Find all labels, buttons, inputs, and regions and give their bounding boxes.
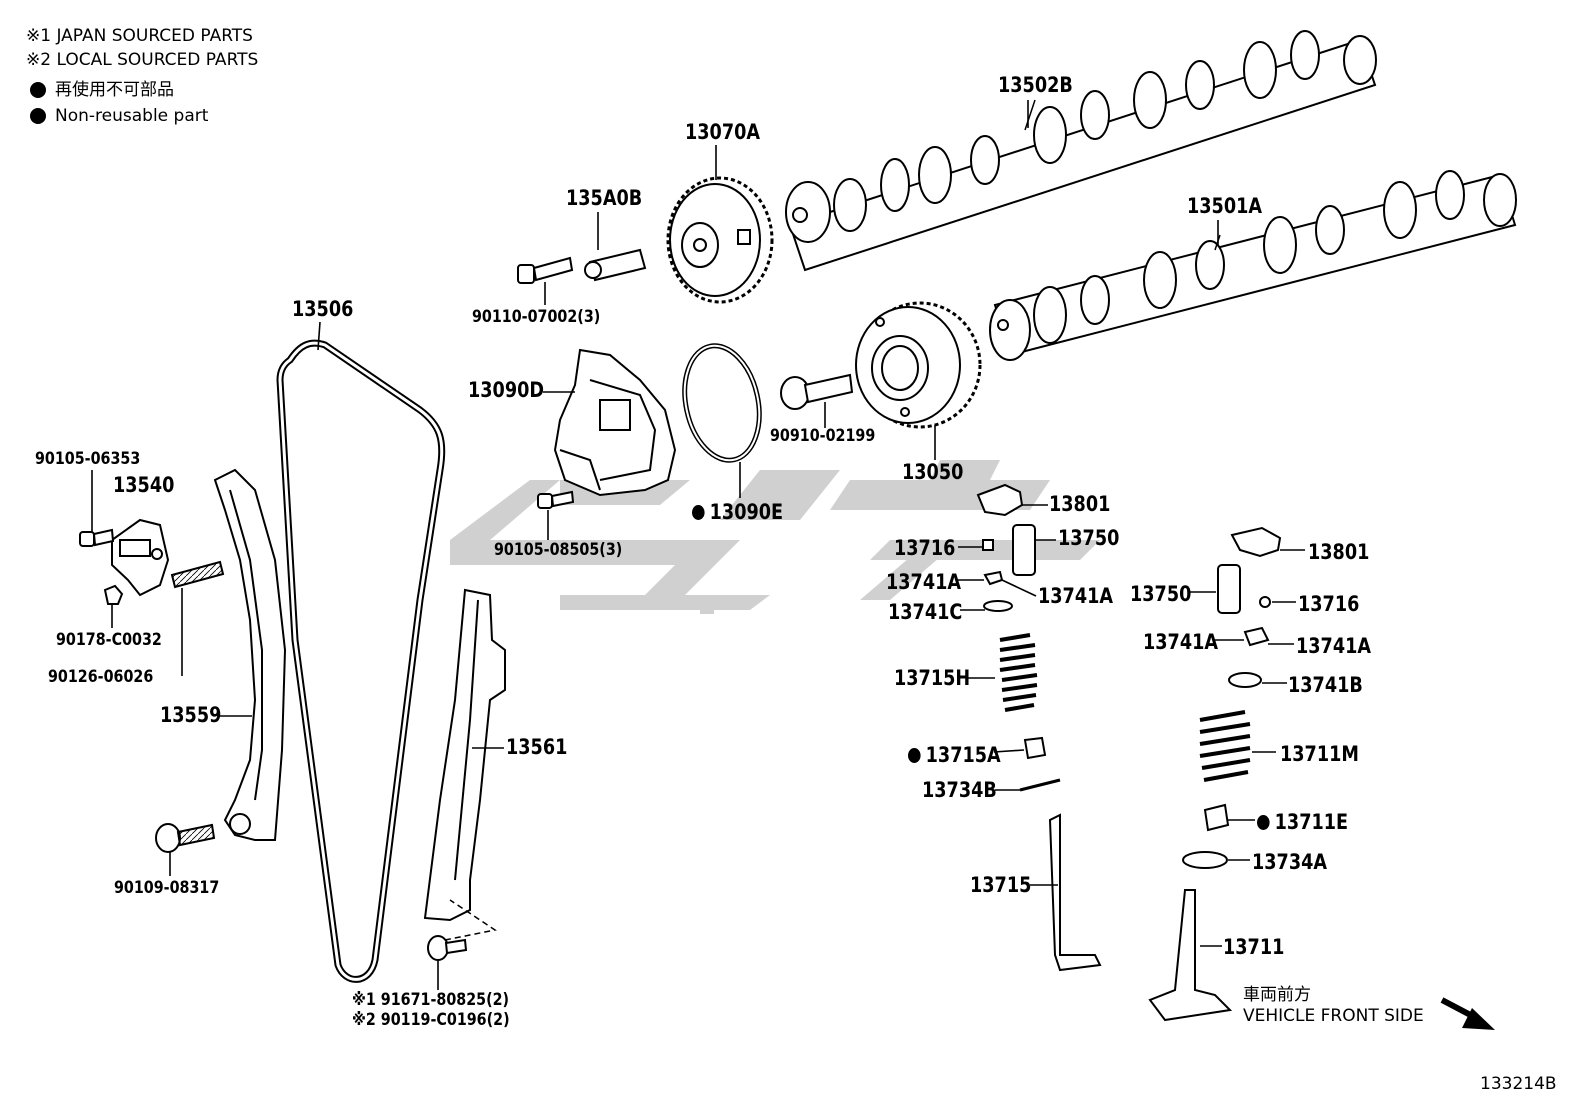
- part-label-90105-08505[interactable]: 90105-08505(3): [494, 540, 623, 560]
- part-label-13741a[interactable]: 13741A: [886, 570, 962, 594]
- part-label-13741a[interactable]: 13741A: [1143, 630, 1219, 654]
- sensor-135a0b: [584, 248, 647, 282]
- legend-non-reusable-jp: 再使用不可部品: [55, 80, 174, 100]
- part-label-13750[interactable]: 13750: [1058, 526, 1120, 550]
- legend-non-reusable-en: Non-reusable part: [55, 106, 209, 126]
- part-label-13801[interactable]: 13801: [1049, 492, 1111, 516]
- timing-chain-13506: [276, 339, 446, 983]
- part-label-13711[interactable]: 13711: [1223, 935, 1285, 959]
- part-label-13090d[interactable]: 13090D: [468, 378, 545, 402]
- diagram-id: 133214B: [1480, 1074, 1557, 1094]
- chain-tensioner-13540: [111, 518, 170, 597]
- part-label-13716[interactable]: 13716: [894, 536, 956, 560]
- oil-control-valve-13090d: [553, 348, 677, 497]
- part-label-91671-80825[interactable]: ※1 91671-80825(2): [352, 990, 510, 1010]
- cam-sprocket-13070a: [666, 176, 774, 304]
- nut-90178-c0032: [103, 584, 124, 605]
- part-label-13711e[interactable]: 13711E: [1257, 812, 1348, 833]
- camshaft-13501a: [989, 170, 1517, 361]
- part-label-90126-06026[interactable]: 90126-06026: [48, 667, 154, 687]
- bolt-90910-02199: [780, 373, 854, 410]
- part-label-13506[interactable]: 13506: [292, 297, 354, 321]
- part-label-13715a[interactable]: 13715A: [908, 745, 1001, 766]
- part-label-13715h[interactable]: 13715H: [894, 666, 971, 690]
- vehicle-front-jp: 車両前方: [1243, 985, 1311, 1005]
- bolt-91671-80825: [427, 935, 468, 961]
- chain-damper-13561: [423, 588, 506, 922]
- vehicle-front-en: VEHICLE FRONT SIDE: [1243, 1006, 1424, 1026]
- part-label-90178-c0032[interactable]: 90178-C0032: [56, 630, 162, 650]
- bolt-90105-08505: [537, 490, 575, 509]
- cam-sprocket-13050: [855, 301, 982, 429]
- part-label-13715[interactable]: 13715: [970, 873, 1032, 897]
- front-direction-arrow: [1440, 997, 1495, 1030]
- part-label-13734a[interactable]: 13734A: [1252, 850, 1328, 874]
- part-label-90910-02199[interactable]: 90910-02199: [770, 426, 876, 446]
- part-label-13070a[interactable]: 13070A: [685, 120, 761, 144]
- leader-lines: [91, 100, 1305, 990]
- part-label-13501a[interactable]: 13501A: [1187, 194, 1263, 218]
- bolt-90110-07002: [517, 256, 574, 284]
- part-label-90119-c0196[interactable]: ※2 90119-C0196(2): [352, 1010, 510, 1030]
- part-label-13734b[interactable]: 13734B: [922, 778, 997, 802]
- part-label-135a0b[interactable]: 135A0B: [566, 186, 643, 210]
- part-label-13502b[interactable]: 13502B: [998, 73, 1073, 97]
- part-label-13741c[interactable]: 13741C: [888, 600, 963, 624]
- part-label-13561[interactable]: 13561: [506, 735, 568, 759]
- part-label-13741a[interactable]: 13741A: [1038, 584, 1114, 608]
- chain-slipper-13559: [213, 468, 287, 841]
- part-label-90105-06353[interactable]: 90105-06353: [35, 449, 141, 469]
- part-label-13090e[interactable]: 13090E: [692, 502, 783, 523]
- part-label-90110-07002[interactable]: 90110-07002(3): [472, 307, 601, 327]
- part-label-13711m[interactable]: 13711M: [1280, 742, 1359, 766]
- non-reusable-dot-icon: [30, 82, 46, 98]
- part-label-13741a[interactable]: 13741A: [1296, 634, 1372, 658]
- part-label-13801[interactable]: 13801: [1308, 540, 1370, 564]
- part-label-90109-08317[interactable]: 90109-08317: [114, 878, 220, 898]
- part-label-13750[interactable]: 13750: [1130, 582, 1192, 606]
- part-label-13050[interactable]: 13050: [902, 460, 964, 484]
- part-label-13559[interactable]: 13559: [160, 703, 222, 727]
- legend-local-sourced: ※2 LOCAL SOURCED PARTS: [26, 50, 259, 70]
- part-label-13716[interactable]: 13716: [1298, 592, 1360, 616]
- non-reusable-dot-icon: [30, 108, 46, 124]
- gasket-13090e: [682, 343, 762, 463]
- part-label-13540[interactable]: 13540: [113, 473, 175, 497]
- valve-train-intake: [1148, 526, 1282, 1022]
- camshaft-13502b: [785, 30, 1377, 272]
- part-label-13741b[interactable]: 13741B: [1288, 673, 1363, 697]
- bolt-90109-08317: [155, 823, 216, 853]
- legend-japan-sourced: ※1 JAPAN SOURCED PARTS: [26, 26, 253, 46]
- valve-train-exhaust: [976, 483, 1102, 972]
- bolt-90105-06353: [79, 528, 115, 547]
- stud-90126-06026: [170, 560, 225, 589]
